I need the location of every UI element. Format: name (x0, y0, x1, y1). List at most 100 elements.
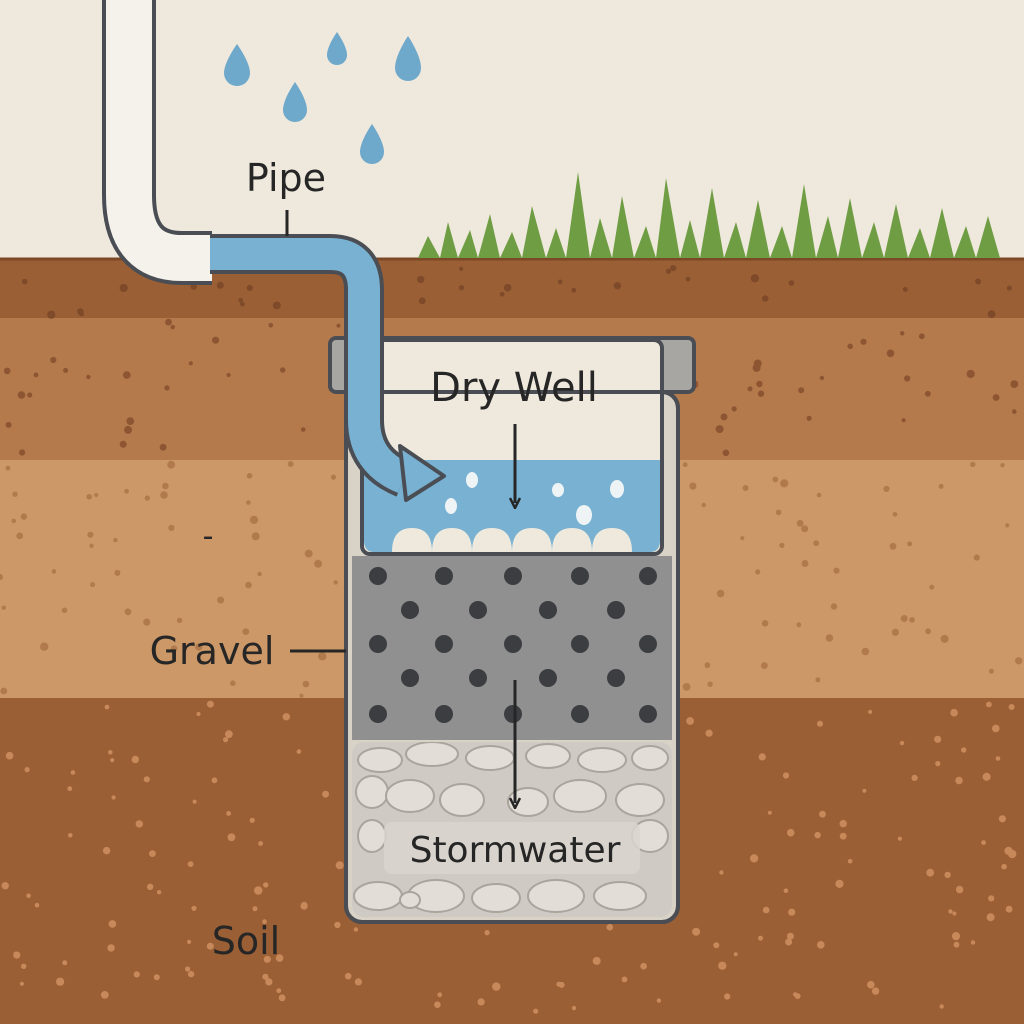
soil-speck (556, 981, 562, 987)
soil-speck (258, 841, 263, 846)
soil-speck (900, 615, 908, 622)
soil-speck (886, 349, 895, 358)
soil-speck (757, 390, 765, 397)
soil-speck (160, 491, 168, 499)
rock-stone (615, 783, 665, 817)
soil-speck (3, 367, 11, 375)
soil-speck (300, 427, 306, 432)
soil-speck (263, 955, 271, 963)
soil-speck (275, 954, 284, 962)
stormwater-label-backdrop (384, 822, 640, 874)
soil-speck (701, 502, 706, 508)
soil-speck (998, 815, 1007, 823)
soil-speck (68, 833, 73, 838)
soil-speck (50, 356, 57, 364)
soil-speck (164, 385, 170, 391)
soil-speck (692, 927, 701, 936)
soil-speck (330, 474, 337, 480)
rock-stone (525, 743, 571, 769)
soil-speck (830, 603, 838, 610)
soil-speck (242, 628, 250, 635)
soil-speck (819, 375, 825, 381)
soil-speck (952, 911, 957, 916)
soil-speck (226, 811, 232, 816)
soil-speck (143, 618, 151, 626)
soil-speck (982, 772, 991, 781)
soil-speck (988, 668, 994, 674)
soil-speck (249, 515, 259, 524)
soil-speck (755, 569, 761, 575)
rain-drop-icon (395, 36, 421, 81)
soil-speck (970, 461, 976, 468)
soil-speck (992, 394, 1000, 401)
soil-speck (940, 634, 949, 643)
soil-speck (170, 324, 175, 330)
inflow-pipe (210, 234, 446, 502)
inflow-arrow-icon (398, 444, 446, 502)
rock-stone (577, 747, 627, 773)
soil-speck (867, 980, 875, 989)
soil-speck (188, 361, 193, 366)
soil-speck (254, 886, 263, 895)
soil-speck (100, 991, 109, 999)
gravel-dot (435, 705, 453, 723)
soil-speck (149, 850, 156, 857)
soil-speck (966, 369, 975, 379)
soil-speck (227, 833, 236, 842)
rock-stone (465, 745, 515, 771)
soil-speck (272, 301, 281, 310)
soil-speck (499, 292, 505, 297)
soil-speck (434, 1001, 441, 1008)
soil-speck (195, 643, 203, 651)
rock-section-border (344, 390, 680, 924)
gravel-dot (539, 669, 557, 687)
soil-speck (798, 387, 805, 394)
soil-speck (786, 828, 795, 837)
soil-speck (720, 413, 728, 421)
soil-speck (344, 972, 352, 980)
soil-speck (785, 938, 793, 946)
soil-speck (911, 774, 918, 782)
soil-speck (995, 756, 1001, 761)
soil-speck (108, 750, 113, 755)
soil-speck (1015, 657, 1023, 665)
soil-speck (814, 831, 821, 839)
soil-speck (19, 449, 26, 456)
rock-stone (357, 747, 403, 773)
soil-speck (211, 777, 218, 784)
soil-speck (336, 323, 341, 328)
soil-speck (484, 930, 490, 936)
soil-speck (899, 740, 905, 746)
soil-speck (961, 747, 967, 753)
soil-speck (901, 418, 906, 423)
soil-speck (835, 879, 844, 889)
soil-speck (131, 755, 139, 764)
soil-speck (187, 939, 192, 945)
soil-speck (89, 543, 94, 548)
soil-speck (212, 336, 220, 344)
soil-speck (185, 966, 191, 972)
soil-speck (813, 540, 820, 547)
soil-speck (973, 554, 980, 561)
soil-speck (801, 560, 809, 567)
rain-drop-icon (327, 32, 347, 65)
soil-speck (779, 542, 785, 549)
soil-speck (788, 280, 795, 286)
soil-speck (825, 634, 834, 642)
soil-speck (782, 772, 790, 779)
rain-drop-icon (283, 82, 307, 122)
soil-speck (20, 513, 28, 520)
rock-stone (631, 745, 669, 771)
soil-speck (302, 680, 310, 688)
rock-stone (439, 783, 485, 817)
soil-speck (787, 932, 794, 940)
soil-speck (868, 709, 873, 715)
soil-speck (988, 895, 995, 902)
soil-speck (280, 367, 286, 373)
soil-speck (592, 956, 601, 965)
soil-speck (780, 479, 789, 488)
soil-speck (40, 642, 49, 651)
rock-stone (405, 742, 459, 767)
soil-speck (56, 977, 65, 986)
soil-speck (750, 854, 759, 863)
